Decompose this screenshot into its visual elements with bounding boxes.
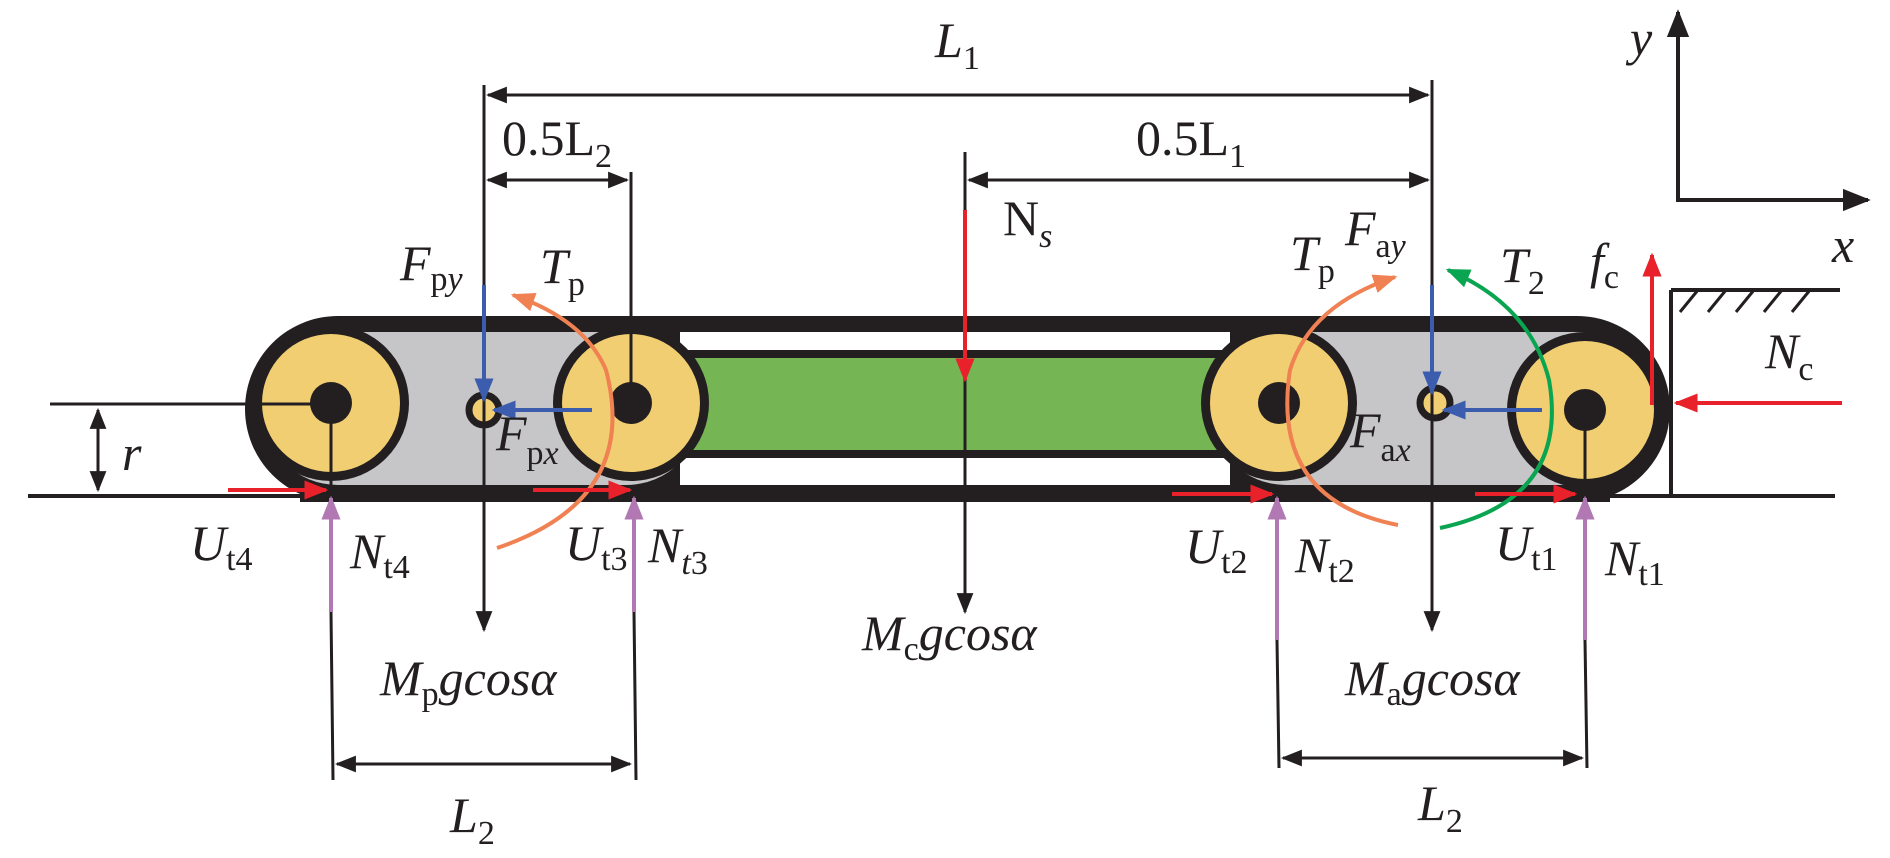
Fay-label: Fay [1344, 200, 1407, 265]
half-L2-label: 0.5L2 [502, 110, 612, 175]
Tp-right-moment [1285, 274, 1399, 527]
Mp-weight-label: Mpgcosα [379, 650, 558, 713]
Fpy-label: Fpy [399, 235, 464, 298]
Nt3-label: Nt3 [647, 517, 708, 582]
ext-line-wheel4-lower [329, 611, 335, 781]
Nt2-label: Nt2 [1294, 527, 1355, 590]
half-L1-label: 0.5L1 [1136, 110, 1246, 175]
Ma-weight-label: Magcosα [1344, 650, 1521, 713]
track-bottom [300, 485, 1610, 502]
front-joint-pin [1416, 384, 1454, 422]
r-label: r [122, 425, 142, 481]
Fpx-label: Fpx [495, 405, 559, 472]
T2-moment [1439, 268, 1554, 530]
central-body-fill [684, 358, 1226, 450]
Nt4-label: Nt4 [349, 523, 410, 586]
Tp-left-label: Tp [540, 238, 585, 303]
Nt1-label: Nt1 [1604, 530, 1665, 593]
fc-label: fc [1590, 233, 1619, 296]
Ut4-label: Ut4 [190, 515, 253, 578]
Fax-label: Fax [1349, 402, 1411, 469]
L1-label: L1 [934, 12, 980, 77]
L2-left-label: L2 [449, 787, 495, 852]
L2-right-label: L2 [1417, 775, 1463, 840]
Ut3-label: Ut3 [565, 515, 628, 578]
Tp-right-label: Tp [1290, 225, 1335, 290]
x-axis-label: x [1831, 217, 1854, 273]
y-axis-label: y [1625, 10, 1653, 66]
wall [1669, 288, 1840, 496]
Nc-label: Nc [1764, 323, 1813, 388]
Ut1-label: Ut1 [1495, 515, 1558, 578]
Ut2-label: Ut2 [1185, 518, 1248, 581]
Ns-label: Ns [1003, 190, 1052, 255]
T2-label: T2 [1500, 237, 1545, 302]
Tp-left-moment [496, 293, 615, 550]
ext-line-wheel1-lower [1583, 639, 1589, 769]
ext-line-wheel2-lower [1275, 639, 1281, 769]
wheel-2 [1201, 325, 1357, 481]
ext-line-wheel3-lower [632, 611, 638, 781]
Mc-weight-label: Mcgcosα [861, 605, 1038, 668]
